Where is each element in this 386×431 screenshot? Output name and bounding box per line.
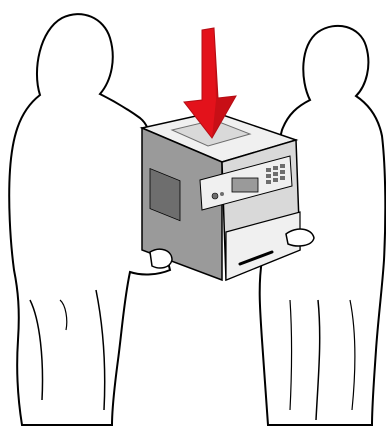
display-screen [232,178,258,192]
left-person-hand [150,249,172,268]
right-person-hand [286,229,314,246]
